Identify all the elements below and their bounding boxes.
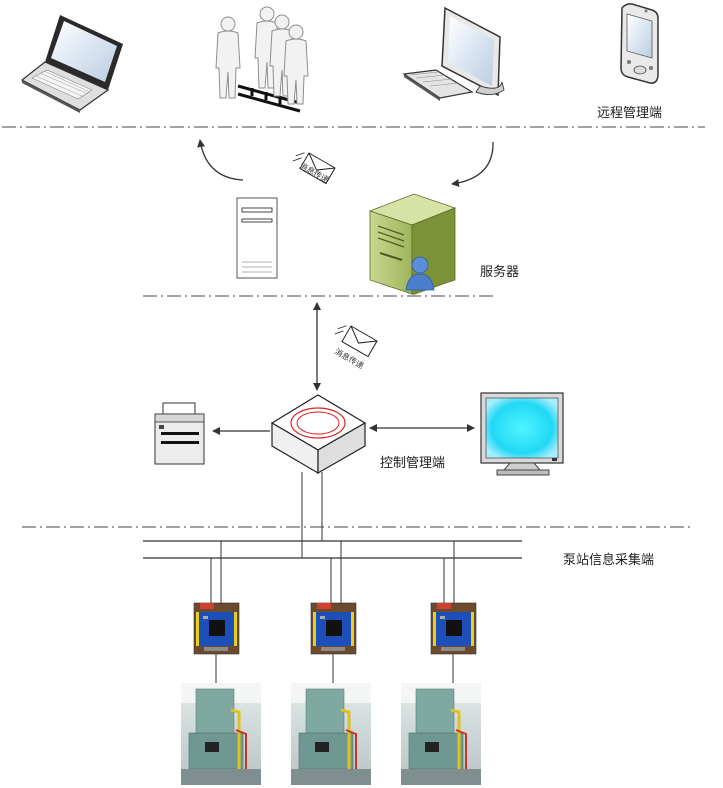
pda-icon <box>620 3 659 84</box>
pump-unit-photo-3 <box>401 683 481 785</box>
rack-server-icon <box>236 197 278 279</box>
desktop-computer-icon <box>402 6 505 101</box>
controller-board-2 <box>310 602 357 655</box>
board-drop-lines <box>210 541 455 603</box>
controller-board-3 <box>430 602 477 655</box>
users-group-icon <box>215 6 309 113</box>
pump-unit-photo-2 <box>291 683 371 785</box>
controller-board-1 <box>193 602 240 655</box>
tier-label-server: 服务器 <box>480 264 519 280</box>
tier-label-pump: 泵站信息采集端 <box>563 552 654 568</box>
laptop-icon <box>20 15 123 113</box>
curved-arrow-to-remote-left <box>197 139 244 181</box>
tier-label-control: 控制管理端 <box>380 456 445 471</box>
printer-icon <box>154 402 205 465</box>
envelope-icon-middle <box>334 325 378 358</box>
curved-arrow-to-server-right <box>451 141 494 187</box>
envelope-icon-top <box>292 152 336 185</box>
network-switch-icon <box>270 394 367 475</box>
lcd-monitor-icon <box>480 392 564 476</box>
tier-label-remote: 远程管理端 <box>597 106 662 121</box>
board-to-pump-lines <box>215 654 454 683</box>
pump-unit-photo-1 <box>181 683 261 785</box>
server-user-icon <box>368 193 457 295</box>
